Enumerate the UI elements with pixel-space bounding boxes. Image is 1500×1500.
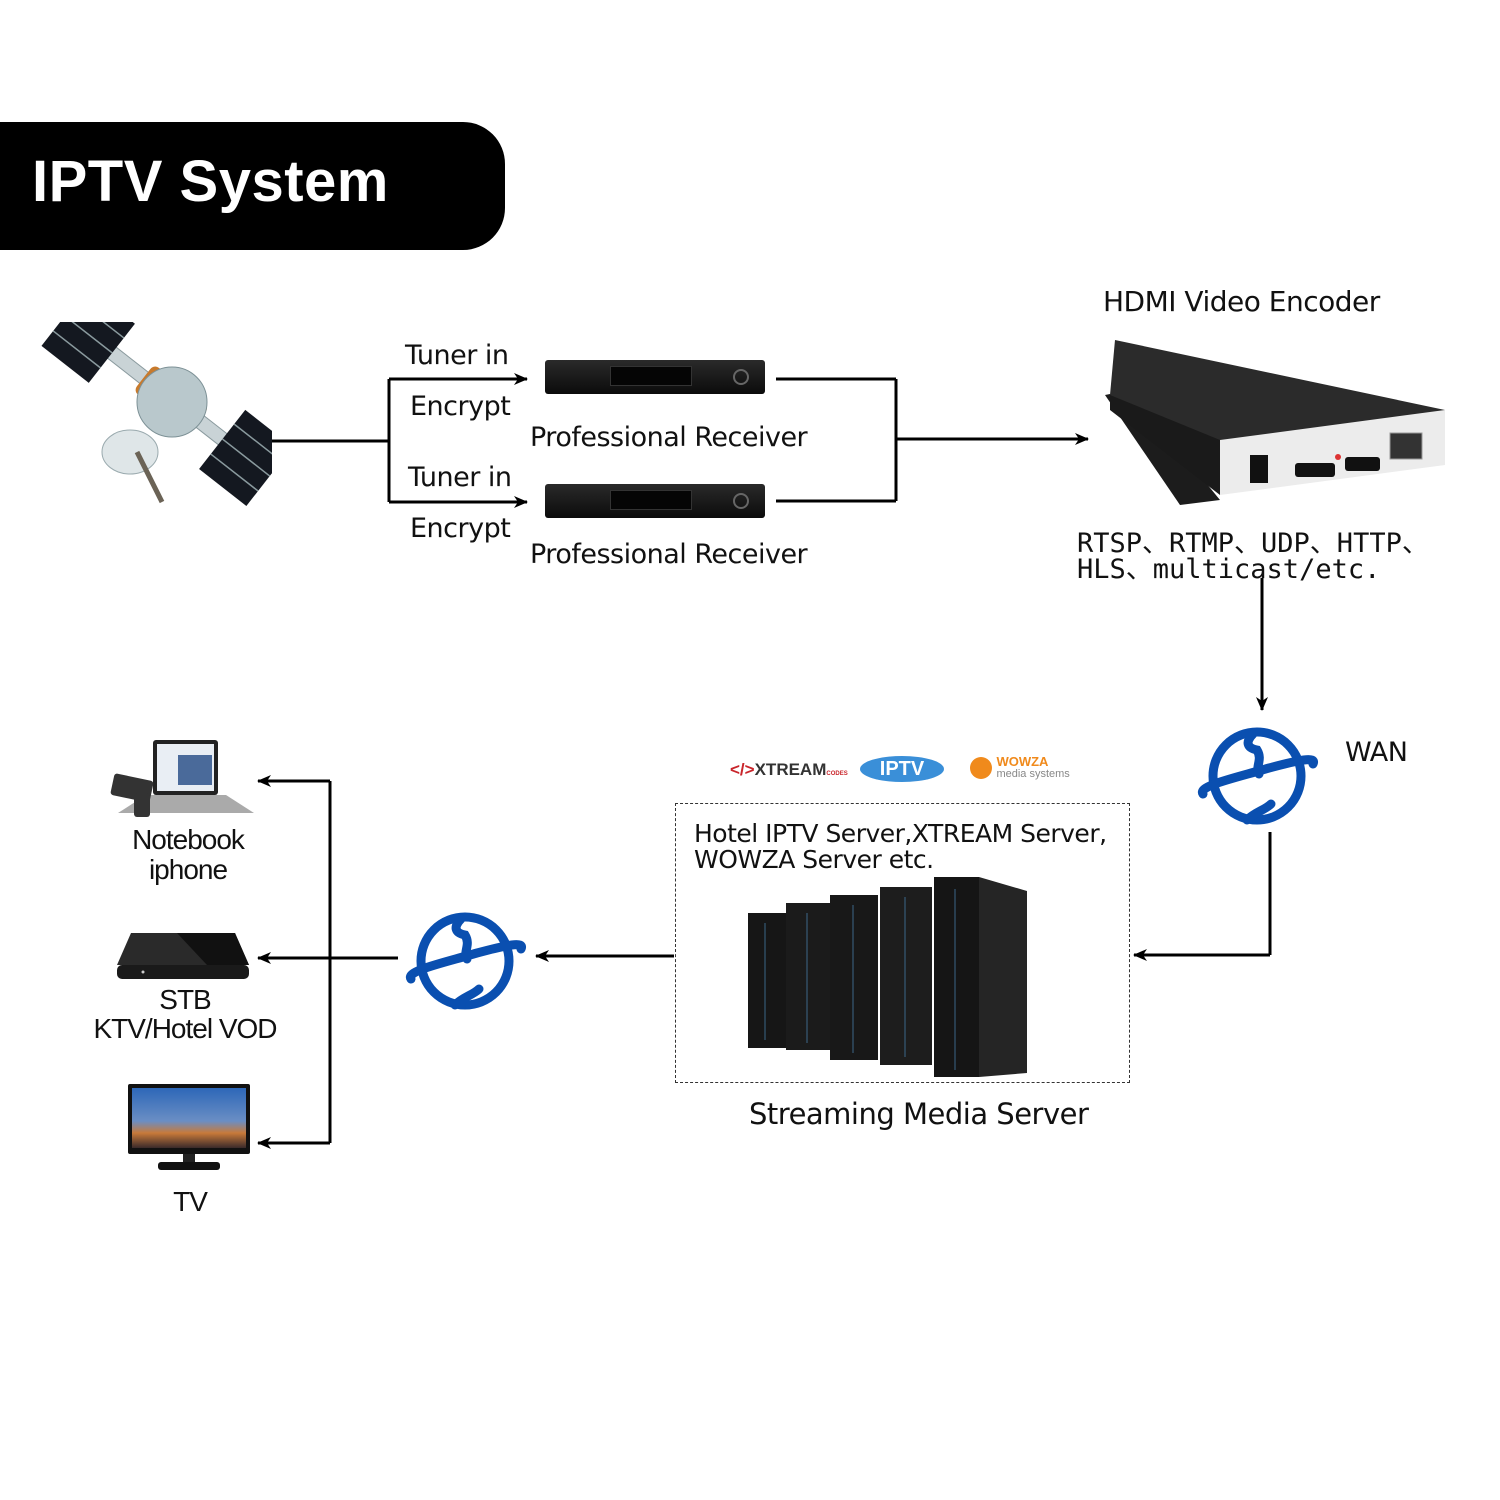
receiver-2-device bbox=[545, 484, 765, 518]
stb-icon bbox=[117, 933, 249, 979]
server-box bbox=[675, 803, 1130, 1083]
server-description-line1: Hotel IPTV Server,XTREAM Server, bbox=[694, 819, 1107, 848]
receiver-1-input-label-1: Tuner in bbox=[405, 340, 509, 371]
wowza-logo-text: WOWZA bbox=[996, 754, 1049, 769]
iptv-logo: IPTV bbox=[860, 756, 944, 782]
client-notebook-line2: iphone bbox=[148, 854, 228, 885]
encoder-name: HDMI Video Encoder bbox=[1103, 285, 1380, 318]
wowza-logo-sub: media systems bbox=[996, 768, 1070, 780]
lan-globe-icon bbox=[405, 912, 526, 1010]
wan-globe-icon bbox=[1197, 727, 1318, 825]
wowza-logo: WOWZA media systems bbox=[970, 754, 1070, 780]
receiver-2-name: Professional Receiver bbox=[530, 539, 808, 570]
server-racks-icon bbox=[748, 877, 1027, 1077]
xtream-logo-sub: CODES bbox=[826, 771, 848, 777]
client-stb-line1: STB bbox=[159, 984, 211, 1015]
client-stb-line2: KTV/Hotel VOD bbox=[93, 1013, 277, 1044]
receiver-1-device bbox=[545, 360, 765, 394]
receiver-2-input-label-2: Encrypt bbox=[410, 513, 511, 544]
receiver-1-input-label-2: Encrypt bbox=[410, 391, 511, 422]
receiver-2-input-label-1: Tuner in bbox=[408, 462, 512, 493]
encoder-protocols-line1: RTSP、RTMP、UDP、HTTP、 bbox=[1077, 528, 1429, 559]
satellite-icon bbox=[41, 322, 272, 506]
encoder-protocols-line2: HLS、multicast/etc. bbox=[1077, 554, 1381, 585]
server-description-line2: WOWZA Server etc. bbox=[694, 845, 934, 874]
xtream-logo-text: XTREAM bbox=[754, 760, 827, 779]
client-notebook-line1: Notebook bbox=[132, 824, 245, 855]
client-tv-line1: TV bbox=[173, 1186, 208, 1217]
encoder-device bbox=[1105, 340, 1445, 505]
wan-label: WAN bbox=[1345, 737, 1408, 768]
server-name: Streaming Media Server bbox=[749, 1097, 1089, 1131]
tv-icon bbox=[128, 1084, 250, 1170]
page-title: IPTV System bbox=[32, 149, 389, 214]
notebook-iphone-icon bbox=[110, 740, 254, 817]
title-banner bbox=[0, 122, 505, 250]
xtream-logo: </>XTREAMCODES bbox=[730, 760, 848, 779]
receiver-1-name: Professional Receiver bbox=[530, 422, 808, 453]
